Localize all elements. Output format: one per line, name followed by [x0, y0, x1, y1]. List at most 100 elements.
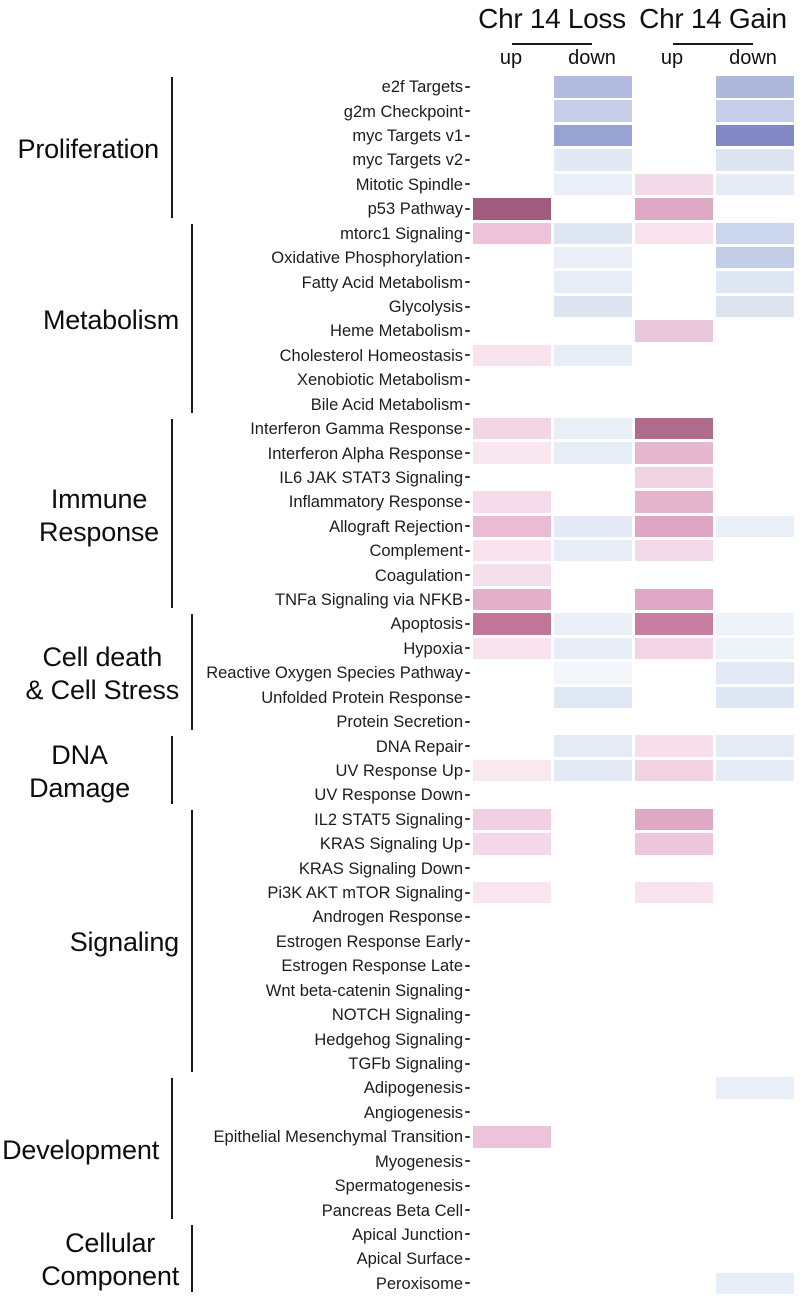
axis-tick: [465, 476, 470, 479]
row-label: Interferon Gamma Response: [250, 420, 463, 439]
row-label: IL6 JAK STAT3 Signaling: [279, 468, 463, 487]
row-label: Allograft Rejection: [329, 517, 463, 536]
heatmap-cell: [634, 466, 713, 489]
heatmap-cell: [715, 100, 794, 122]
axis-tick: [465, 1086, 470, 1089]
heatmap-cell: [553, 735, 632, 757]
category-label-wrap: Signaling: [0, 809, 179, 1078]
row-label: Peroxisome: [375, 1274, 463, 1293]
heatmap-cell: [553, 149, 632, 171]
category-bracket: [171, 77, 174, 218]
row-label: Cholesterol Homeostasis: [279, 346, 463, 365]
heatmap-cell: [715, 271, 794, 293]
row-label: Bile Acid Metabolism: [310, 395, 463, 414]
heatmap-cell: [553, 295, 632, 318]
row-label: KRAS Signaling Up: [319, 835, 463, 854]
heatmap-cell: [553, 271, 632, 293]
row-label: Xenobiotic Metabolism: [297, 371, 463, 390]
axis-tick: [465, 110, 470, 113]
subcolumn-label-loss-up: up: [499, 47, 523, 69]
axis-tick: [465, 1111, 470, 1114]
axis-tick: [465, 1013, 470, 1016]
row-label: Estrogen Response Early: [275, 932, 463, 951]
header-underline: [512, 43, 592, 45]
heatmap-cell: [553, 759, 632, 782]
axis-tick: [465, 256, 470, 259]
axis-tick: [465, 232, 470, 235]
heatmap-cell: [472, 808, 551, 831]
axis-tick: [465, 1184, 470, 1187]
row-label: Interferon Alpha Response: [267, 444, 463, 463]
heatmap-cell: [715, 637, 794, 660]
heatmap-cell: [553, 637, 632, 660]
category-bracket: [171, 418, 174, 609]
axis-tick: [465, 745, 470, 748]
heatmap-cell: [553, 344, 632, 367]
heatmap-cell: [553, 442, 632, 464]
category-label-wrap: Cell death & Cell Stress: [0, 613, 180, 735]
axis-tick: [465, 867, 470, 870]
axis-tick: [465, 1233, 470, 1236]
heatmap-cell: [634, 881, 713, 904]
heatmap-cell: [634, 417, 713, 440]
axis-tick: [465, 940, 470, 943]
heatmap-cell: [472, 833, 551, 855]
heatmap-cell: [715, 76, 794, 98]
heatmap-cell: [715, 295, 794, 318]
axis-tick: [465, 329, 470, 332]
heatmap-cell: [634, 442, 713, 464]
row-label: Pi3K AKT mTOR Signaling: [267, 884, 463, 903]
row-label: myc Targets v1: [352, 127, 463, 146]
heatmap-cell: [715, 1077, 794, 1099]
heatmap-cell: [634, 735, 713, 757]
category-bracket: [191, 1224, 194, 1292]
heatmap-cell: [634, 515, 713, 538]
category-label-wrap: Metabolism: [0, 223, 179, 418]
column-group-title: Chr 14 Loss: [478, 3, 626, 34]
heatmap-cell: [553, 686, 632, 708]
axis-tick: [465, 378, 470, 381]
axis-tick: [465, 720, 470, 723]
heatmap-cell: [553, 76, 632, 98]
heatmap-cell: [634, 808, 713, 831]
row-label: TNFa Signaling via NFKB: [275, 591, 463, 610]
category-label: DNA Damage: [29, 740, 130, 803]
axis-tick: [465, 403, 470, 406]
row-label: Inflammatory Response: [288, 493, 463, 512]
category-bracket: [191, 614, 194, 731]
heatmap-cell: [715, 246, 794, 269]
axis-tick: [465, 793, 470, 796]
row-label: Complement: [369, 542, 463, 561]
row-label: Adipogenesis: [363, 1079, 463, 1098]
category-label-wrap: Cellular Component: [0, 1224, 179, 1297]
row-label: Wnt beta-catenin Signaling: [265, 981, 463, 1000]
axis-tick: [465, 183, 470, 186]
category-bracket: [191, 809, 194, 1073]
subcolumn-label-loss-down: down: [568, 47, 616, 69]
heatmap-cell: [715, 515, 794, 538]
heatmap-cell: [634, 222, 713, 245]
row-label: IL2 STAT5 Signaling: [314, 810, 463, 829]
category-label: Development: [2, 1135, 159, 1165]
heatmap-cell: [715, 613, 794, 635]
axis-tick: [465, 1135, 470, 1138]
row-label: Apoptosis: [390, 615, 463, 634]
axis-tick: [465, 1038, 470, 1041]
row-label: Glycolysis: [388, 297, 463, 316]
category-label-wrap: Development: [0, 1077, 159, 1224]
heatmap-cell: [634, 198, 713, 220]
row-label: Apical Junction: [352, 1225, 463, 1244]
axis-tick: [465, 647, 470, 650]
row-label: DNA Repair: [375, 737, 463, 756]
category-label: Proliferation: [17, 133, 160, 164]
heatmap-cell: [715, 173, 794, 196]
axis-tick: [465, 598, 470, 601]
row-label: UV Response Down: [314, 786, 463, 805]
heatmap-cell: [715, 662, 794, 684]
axis-tick: [465, 696, 470, 699]
category-label-wrap: DNA Damage: [0, 735, 159, 808]
axis-tick: [465, 891, 470, 894]
heatmap-cell: [553, 613, 632, 635]
column-group-chr14-gain: Chr 14 Gain: [613, 3, 800, 45]
row-label: Pancreas Beta Cell: [321, 1201, 463, 1220]
